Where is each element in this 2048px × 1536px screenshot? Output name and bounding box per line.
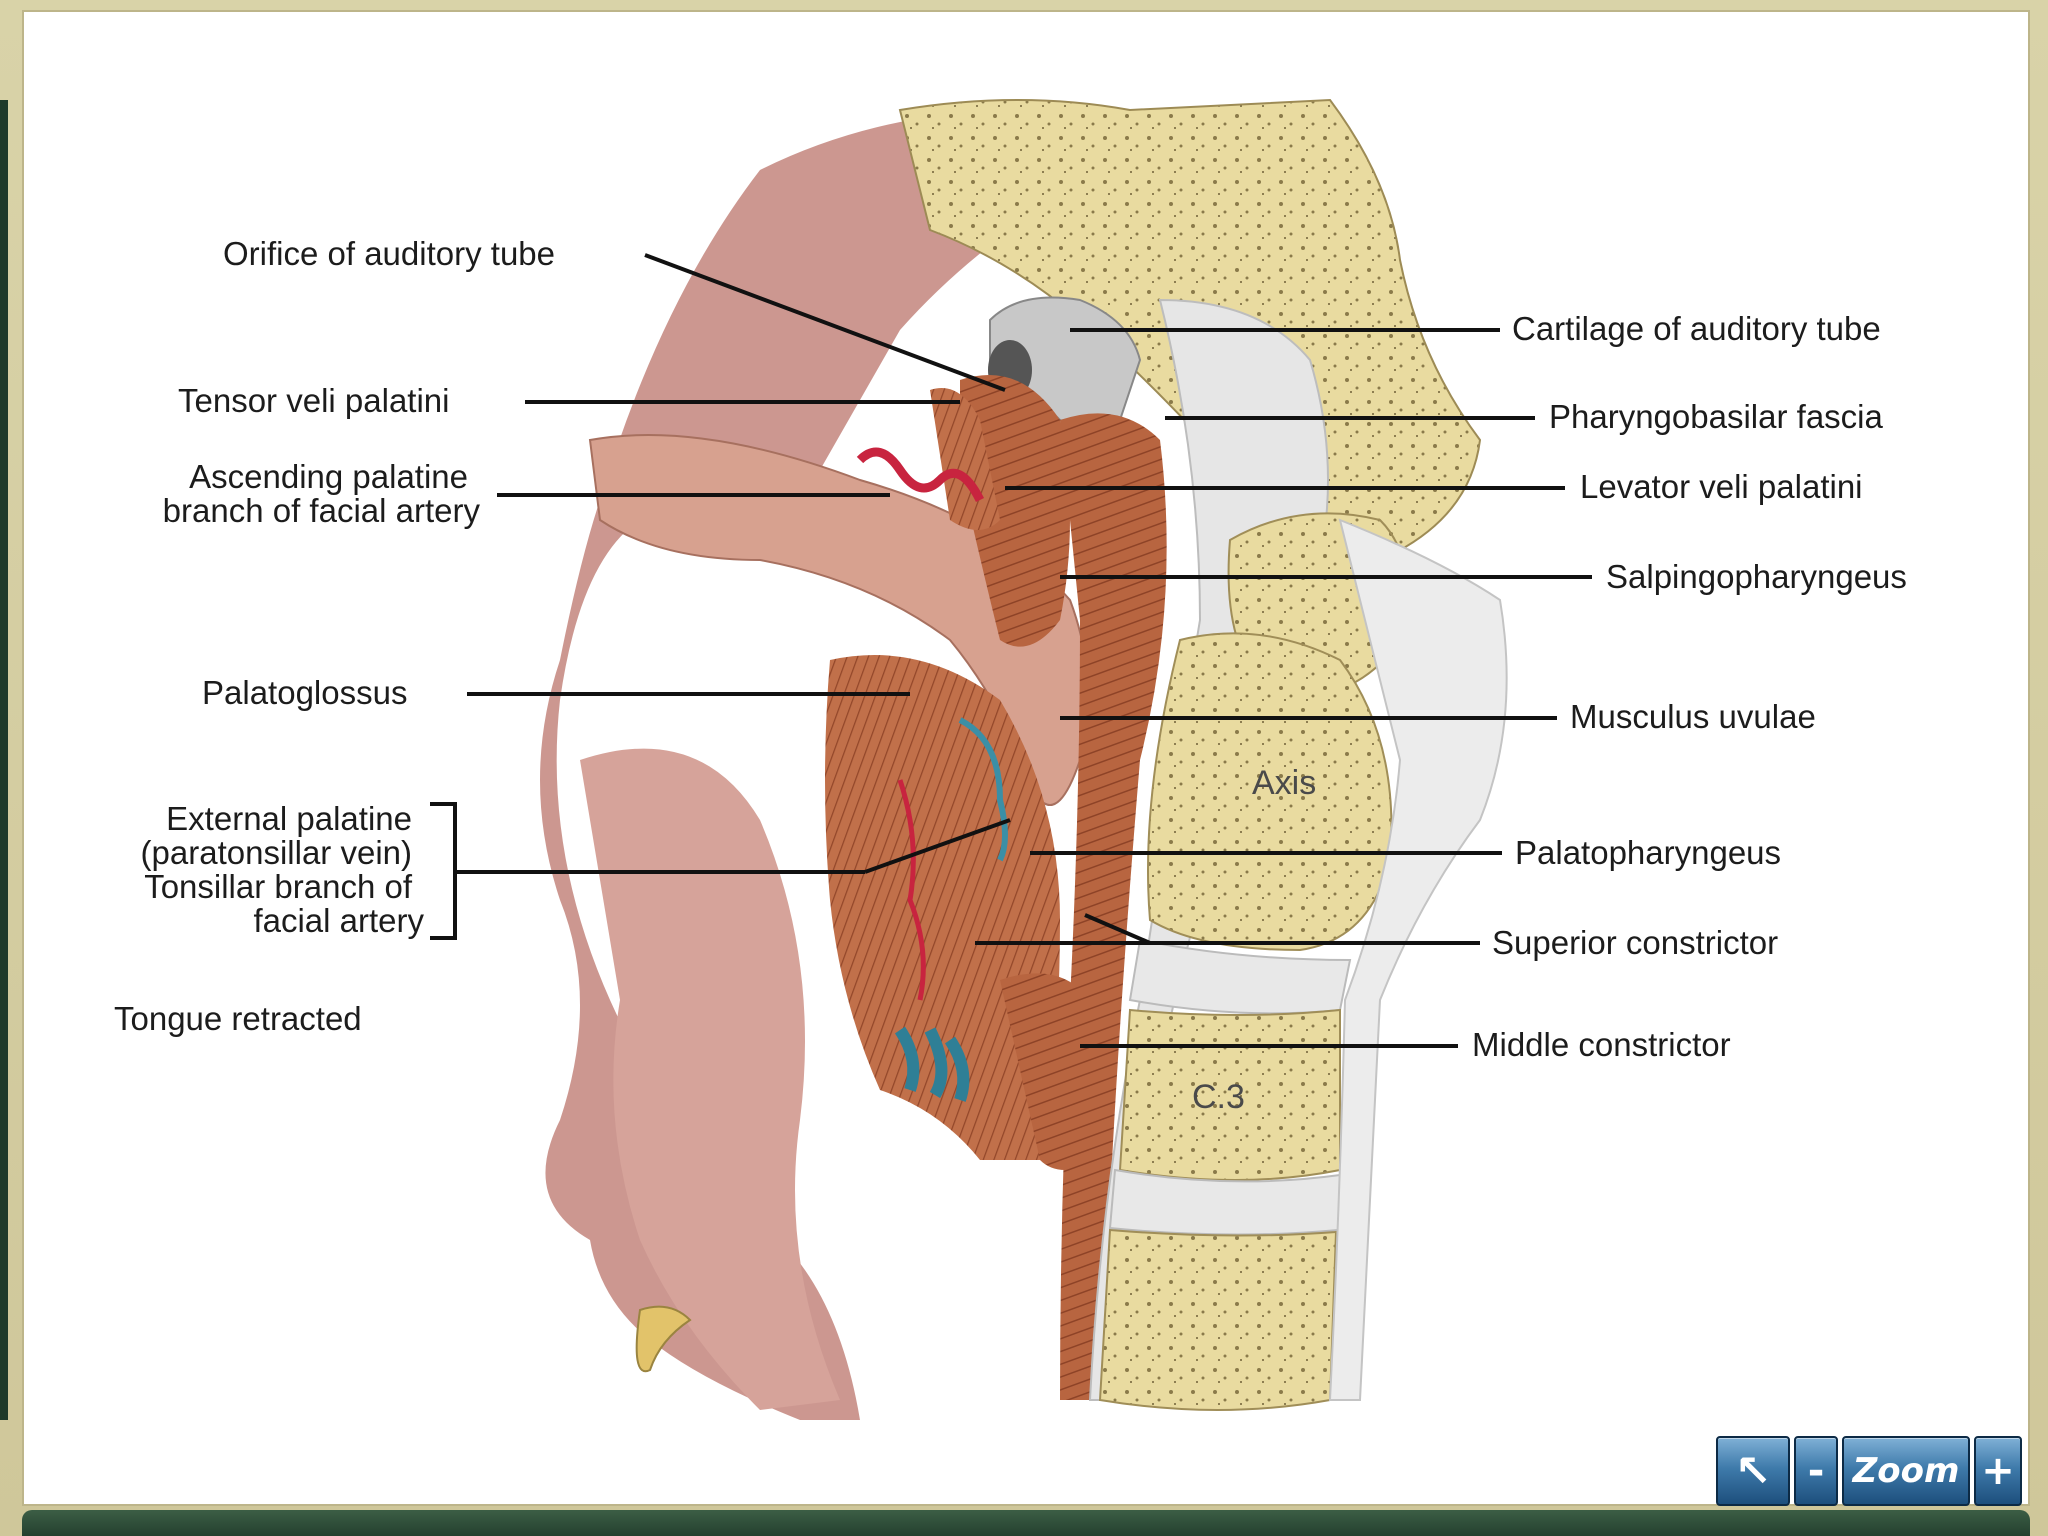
label-external-palatine-1: External palatine [166, 800, 412, 837]
tonsillar-artery [897, 779, 926, 1001]
zoom-out-button[interactable]: - [1794, 1436, 1838, 1506]
spine-soft-tissue [1328, 518, 1508, 1401]
label-salpingopharyngeus: Salpingopharyngeus [1606, 558, 1907, 595]
tensor-muscle [930, 388, 1000, 530]
levator-muscle [960, 375, 1070, 647]
arrow-up-left-icon: ↖ [1734, 1445, 1772, 1497]
label-palatopharyngeus: Palatopharyngeus [1515, 834, 1782, 871]
frame-edge [0, 100, 8, 1420]
label-musculus-uvulae: Musculus uvulae [1570, 698, 1816, 735]
label-cartilage-auditory-tube: Cartilage of auditory tube [1512, 310, 1881, 347]
c3-label: C.3 [1192, 1078, 1245, 1116]
c4-vertebra [1098, 1228, 1338, 1411]
label-ascending-palatine-1: Ascending palatine [189, 458, 468, 495]
label-middle-constrictor: Middle constrictor [1472, 1026, 1731, 1063]
zoom-in-button[interactable]: + [1974, 1436, 2022, 1506]
label-palatoglossus: Palatoglossus [202, 674, 408, 711]
label-orifice-auditory-tube: Orifice of auditory tube [223, 235, 555, 272]
zoom-label: Zoom [1842, 1436, 1970, 1506]
zoom-controls: ↖ - Zoom + [1716, 1436, 2022, 1506]
label-tonsillar-branch-2: facial artery [253, 902, 424, 939]
label-ascending-palatine-2: branch of facial artery [162, 492, 480, 529]
label-pharyngobasilar-fascia: Pharyngobasilar fascia [1549, 398, 1883, 435]
soft-palate [588, 434, 1089, 806]
label-external-palatine-2: (paratonsillar vein) [140, 834, 412, 871]
label-tonsillar-branch-1: Tonsillar branch of [144, 868, 412, 905]
tongue-tip [635, 1305, 692, 1373]
bottom-bar [22, 1510, 2030, 1536]
lower-mucosa [580, 748, 840, 1410]
leader-lines [430, 253, 1592, 1048]
label-levator-veli-palatini: Levator veli palatini [1580, 468, 1863, 505]
axis-label: Axis [1252, 764, 1317, 802]
paratonsillar-vein [958, 717, 1008, 862]
reset-view-button[interactable]: ↖ [1716, 1436, 1790, 1506]
lower-veins [894, 1026, 970, 1102]
disc-1 [1128, 938, 1352, 1015]
middle-constrictor [1000, 973, 1100, 1170]
label-tensor-veli-palatini: Tensor veli palatini [178, 382, 450, 419]
ascending-artery [856, 447, 985, 503]
label-superior-constrictor: Superior constrictor [1492, 924, 1779, 961]
label-tongue-retracted: Tongue retracted [114, 1000, 362, 1037]
